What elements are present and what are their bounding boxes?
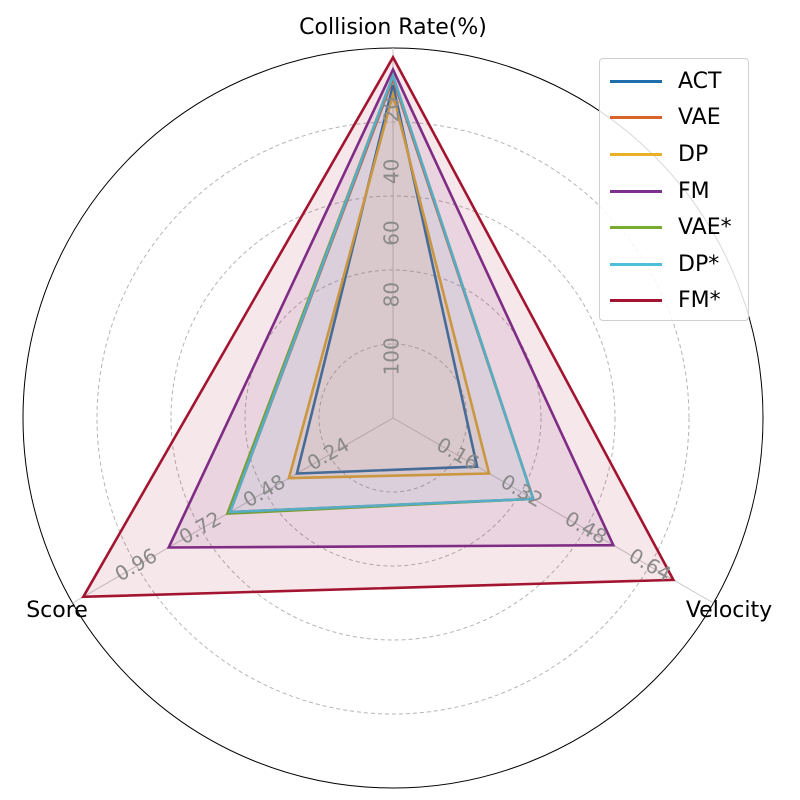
tick-label: 20 [380, 97, 404, 122]
legend-item-vae-star: VAE* [600, 209, 748, 246]
legend-label: ACT [678, 68, 722, 94]
series-fm-star [81, 54, 676, 599]
legend-swatch [610, 116, 662, 120]
tick-label: 40 [380, 159, 404, 184]
axis-spoke [72, 417, 394, 604]
legend-swatch [610, 226, 662, 230]
legend-swatch [610, 79, 662, 83]
legend-label: FM [678, 178, 710, 204]
axis-title-collision-rate: Collision Rate(%) [299, 15, 487, 40]
legend-label: VAE [678, 105, 721, 131]
legend-item-act: ACT [600, 63, 748, 100]
grid-layer [22, 47, 764, 789]
legend-swatch [610, 299, 662, 303]
legend-item-fm-star: FM* [600, 283, 748, 320]
series-fm [166, 66, 616, 549]
axis-spoke [392, 417, 714, 604]
legend: ACT VAE DP FM VAE* DP* FM* [599, 58, 749, 321]
axis-title-score: Score [26, 598, 88, 623]
grid-ring [244, 269, 542, 567]
legend-label: FM* [678, 288, 721, 314]
tick-label: 100 [380, 337, 404, 375]
axis-title-velocity: Velocity [686, 598, 772, 623]
legend-item-dp-star: DP* [600, 246, 748, 283]
legend-swatch [610, 189, 662, 193]
legend-label: DP [678, 141, 709, 167]
legend-label: DP* [678, 251, 720, 277]
legend-item-dp: DP [600, 136, 748, 173]
legend-item-vae: VAE [600, 100, 748, 137]
series-act [295, 84, 479, 475]
series-layer [81, 54, 676, 599]
series-dp [287, 89, 491, 480]
legend-item-fm: FM [600, 173, 748, 210]
tick-label: 60 [380, 220, 404, 245]
series-dp-star [228, 71, 535, 514]
legend-swatch [610, 152, 662, 156]
legend-swatch [610, 262, 662, 266]
legend-label: VAE* [678, 215, 732, 241]
tick-label: 80 [380, 282, 404, 307]
